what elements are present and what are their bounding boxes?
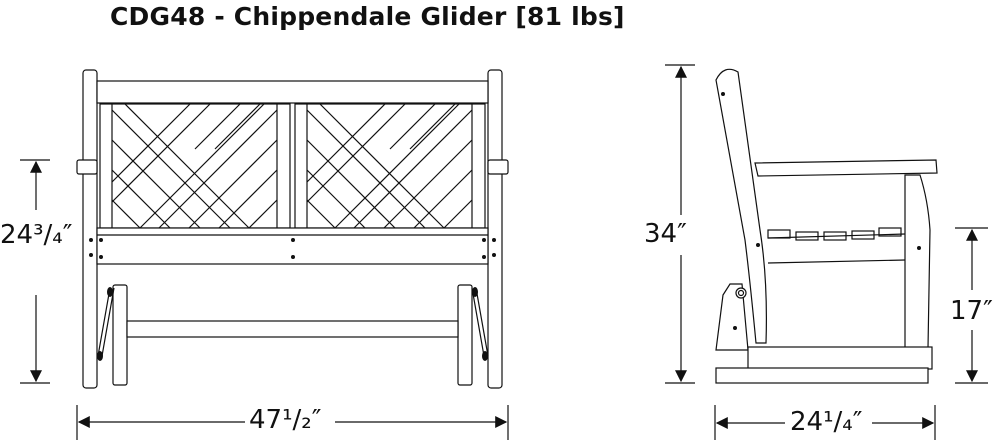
seat-height-label: 17″ — [950, 296, 993, 326]
side-view-drawing — [715, 68, 938, 384]
side-depth-dimension — [714, 405, 936, 440]
side-depth-label: 24¹/₄″ — [790, 407, 863, 437]
front-view-drawing — [76, 69, 509, 389]
product-title: CDG48 - Chippendale Glider [81 lbs] — [110, 2, 625, 31]
front-width-label: 47¹/₂″ — [249, 405, 322, 435]
seat-height-dimension — [955, 227, 988, 384]
front-height-dimension — [20, 159, 50, 384]
front-height-label: 24³/₄″ — [0, 220, 73, 250]
side-height-dimension — [665, 64, 695, 384]
side-height-label: 34″ — [644, 219, 687, 249]
front-width-dimension — [76, 405, 509, 440]
